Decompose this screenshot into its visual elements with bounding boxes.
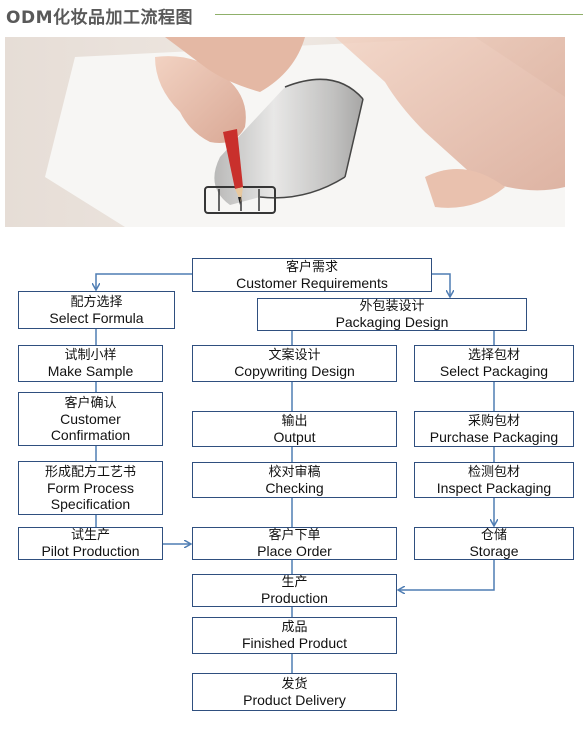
pilot-production-zh: 试生产 <box>70 528 110 543</box>
packaging-design-zh: 外包装设计 <box>359 299 425 314</box>
production-zh: 生产 <box>281 575 308 590</box>
copywriting-design-zh: 文案设计 <box>268 348 321 363</box>
production-box: 生产 Production <box>192 574 397 607</box>
checking-box: 校对审稿 Checking <box>192 462 397 498</box>
product-delivery-en: Product Delivery <box>243 691 346 708</box>
select-formula-en: Select Formula <box>49 309 144 326</box>
finished-product-box: 成品 Finished Product <box>192 617 397 654</box>
product-delivery-zh: 发货 <box>281 676 308 692</box>
finished-product-en: Finished Product <box>241 635 348 651</box>
make-sample-box: 试制小样 Make Sample <box>18 345 163 382</box>
purchase-packaging-box: 采购包材 Purchase Packaging <box>414 411 574 447</box>
purchase-packaging-en: Purchase Packaging <box>429 428 559 445</box>
customer-requirements-zh: 客户需求 <box>285 259 338 275</box>
inspect-packaging-zh: 检测包材 <box>467 464 520 480</box>
pilot-production-box: 试生产 Pilot Production <box>18 527 163 560</box>
output-zh: 输出 <box>281 413 308 429</box>
arrow-to-select-formula <box>96 273 192 289</box>
packaging-design-box: 外包装设计 Packaging Design <box>257 298 527 331</box>
customer-confirmation-en-2: Confirmation <box>50 426 131 443</box>
output-box: 输出 Output <box>192 411 397 447</box>
make-sample-zh: 试制小样 <box>64 348 117 363</box>
select-packaging-en: Select Packaging <box>439 363 549 379</box>
customer-confirmation-zh: 客户确认 <box>64 395 117 411</box>
storage-en: Storage <box>469 543 519 559</box>
arrow-storage-to-production <box>399 560 495 590</box>
select-formula-box: 配方选择 Select Formula <box>18 291 175 329</box>
form-process-spec-en-1: Form Process <box>46 479 135 496</box>
title-divider <box>215 14 583 15</box>
packaging-design-en: Packaging Design <box>335 314 449 330</box>
production-en: Production <box>261 590 328 606</box>
form-process-spec-box: 形成配方工艺书 Form Process Specification <box>18 461 163 515</box>
select-packaging-zh: 选择包材 <box>467 348 520 363</box>
checking-en: Checking <box>265 479 324 496</box>
sketching-photo <box>5 37 565 227</box>
pilot-production-en: Pilot Production <box>41 543 140 559</box>
inspect-packaging-box: 检测包材 Inspect Packaging <box>414 462 574 498</box>
output-en: Output <box>273 428 316 445</box>
purchase-packaging-zh: 采购包材 <box>467 413 520 429</box>
finished-product-zh: 成品 <box>281 620 308 635</box>
place-order-en: Place Order <box>257 543 332 559</box>
copywriting-design-box: 文案设计 Copywriting Design <box>192 345 397 382</box>
place-order-zh: 客户下单 <box>268 528 321 543</box>
arrow-to-packaging-design <box>432 273 450 296</box>
checking-zh: 校对审稿 <box>268 464 321 480</box>
place-order-box: 客户下单 Place Order <box>192 527 397 560</box>
select-packaging-box: 选择包材 Select Packaging <box>414 345 574 382</box>
customer-requirements-box: 客户需求 Customer Requirements <box>192 258 432 292</box>
storage-box: 仓储 Storage <box>414 527 574 560</box>
make-sample-en: Make Sample <box>47 363 134 379</box>
storage-zh: 仓储 <box>480 528 507 543</box>
customer-confirmation-box: 客户确认 Customer Confirmation <box>18 392 163 446</box>
page-title: ODM化妆品加工流程图 <box>6 8 193 28</box>
customer-confirmation-en-1: Customer <box>60 410 121 427</box>
inspect-packaging-en: Inspect Packaging <box>436 479 552 496</box>
form-process-spec-en-2: Specification <box>50 495 131 512</box>
copywriting-design-en: Copywriting Design <box>234 363 355 379</box>
customer-requirements-en: Customer Requirements <box>236 274 388 291</box>
product-delivery-box: 发货 Product Delivery <box>192 673 397 711</box>
select-formula-zh: 配方选择 <box>70 294 123 310</box>
form-process-spec-zh: 形成配方工艺书 <box>44 464 136 480</box>
